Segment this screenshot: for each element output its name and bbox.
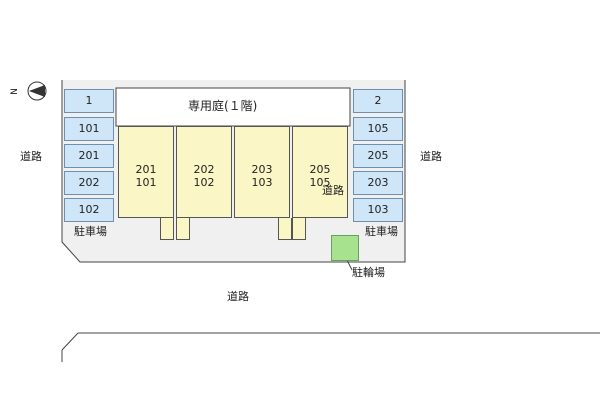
entrance-step [176,218,190,240]
unit-block: 203 103 [234,126,290,218]
entrance-step [292,218,306,240]
compass-north-label: N [9,88,20,95]
garden-area [115,87,351,127]
parking-slot: 103 [353,198,403,222]
parking-left-label: 駐車場 [74,225,107,238]
unit-upper-number: 205 [309,163,331,176]
bicycle-parking-area [331,235,359,261]
unit-lower-number: 105 [309,176,331,189]
road-right-label: 道路 [420,150,442,163]
parking-slot: 202 [64,171,114,195]
unit-upper-number: 201 [135,163,157,176]
unit-lower-number: 102 [193,176,215,189]
parking-slot: 205 [353,144,403,168]
entrance-step [278,218,292,240]
parking-slot: 101 [64,117,114,141]
road-bottom-label: 道路 [227,290,249,303]
entrance-step [160,218,174,240]
parking-slot: 2 [353,89,403,113]
parking-slot: 203 [353,171,403,195]
unit-lower-number: 103 [251,176,273,189]
garden-label: 専用庭(１階) [188,99,258,113]
unit-upper-number: 202 [193,163,215,176]
unit-lower-number: 101 [135,176,157,189]
compass-icon [27,81,47,101]
bicycle-parking-label: 駐輪場 [352,266,385,279]
road-left-label: 道路 [20,150,42,163]
unit-upper-number: 203 [251,163,273,176]
unit-block: 205 105 [292,126,348,218]
parking-slot: 1 [64,89,114,113]
parking-slot: 201 [64,144,114,168]
parking-slot: 102 [64,198,114,222]
road-inner-label: 道路 [322,184,344,197]
parking-right-label: 駐車場 [365,225,398,238]
unit-block: 202 102 [176,126,232,218]
road-edge-corner [61,332,79,351]
parking-slot: 105 [353,117,403,141]
unit-block: 201 101 [118,126,174,218]
